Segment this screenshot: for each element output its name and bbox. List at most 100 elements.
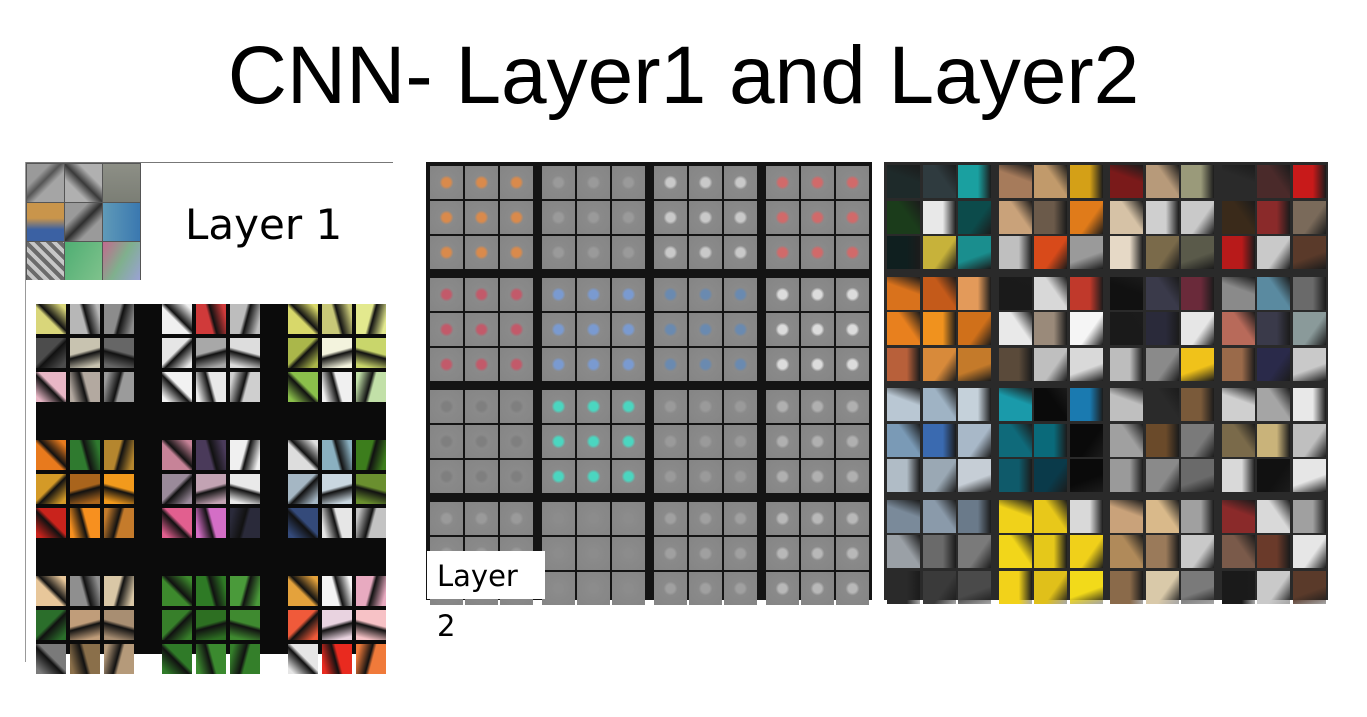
layer1-patch-cell (196, 610, 226, 640)
layer1-patch-cell (162, 338, 192, 368)
layer1-filter-cell (65, 203, 102, 241)
layer1-patch-cell (322, 304, 352, 334)
layer1-filter-cell (65, 242, 102, 280)
layer1-patch-cell (162, 508, 192, 538)
layer2-patch-cell (922, 499, 956, 533)
layer1-patch-cell (356, 610, 386, 640)
layer1-patch-cell (230, 338, 260, 368)
layer1-patch-cell (230, 644, 260, 674)
layer2-patch-cell (1257, 200, 1290, 234)
layer2-filter-cell (801, 537, 834, 570)
layer2-filter-cell (654, 537, 687, 570)
layer2-patch-cell (1034, 200, 1067, 234)
layer2-filter-cell (430, 390, 463, 423)
layer2-patch-cell (1181, 200, 1214, 234)
layer2-patch-cell (998, 459, 1032, 492)
layer2-filter-cell (689, 313, 722, 346)
layer2-filter-cell (766, 166, 799, 199)
layer2-filter-cell (689, 166, 722, 199)
layer1-patch-cell (356, 576, 386, 606)
layer2-patch-cell (1257, 388, 1290, 421)
layer2-patch-cell (1221, 236, 1255, 269)
slide-title: CNN- Layer1 and Layer2 (227, 30, 1140, 121)
layer1-panel: Layer 1 (25, 162, 395, 674)
layer1-patch-cell (230, 508, 260, 538)
layer2-patch-cell (1292, 200, 1326, 234)
layer1-patch-cell (36, 304, 66, 334)
layer2-patch-cell (958, 276, 991, 310)
layer1-patch-cell (70, 474, 100, 504)
layer2-filter-cell (836, 278, 869, 311)
layer1-filter-cell (27, 203, 64, 241)
layer1-patch-cell (70, 508, 100, 538)
layer2-patch-cell (958, 423, 991, 457)
layer1-filter-grid (26, 163, 141, 280)
layer1-patch-cell (104, 508, 134, 538)
layer2-filter-cell (654, 348, 687, 381)
layer2-filter-cell (542, 313, 575, 346)
layer2-filter-cell (801, 313, 834, 346)
layer2-filter-cell (430, 236, 463, 269)
layer1-patch-cell (162, 304, 192, 334)
layer2-patch-cell (1034, 312, 1067, 345)
layer2-patch-cell (1257, 459, 1290, 492)
layer2-patch-cell (998, 347, 1032, 381)
layer2-patch-cell (1110, 388, 1143, 421)
layer1-patch-cell (70, 338, 100, 368)
layer1-patch-cell (288, 474, 318, 504)
layer2-filter-cell (836, 166, 869, 199)
layer1-patch-cell (196, 440, 226, 470)
layer2-patch-cell (1069, 388, 1103, 421)
layer2-filter-cell (801, 502, 834, 535)
layer1-patch-cell (356, 338, 386, 368)
layer2-patch-cell (887, 535, 920, 568)
layer2-patch-cell (1257, 423, 1290, 457)
layer2-filter-cell (430, 166, 463, 199)
layer2-filter-cell (766, 348, 799, 381)
layer2-filter-cell (724, 390, 757, 423)
layer1-patch-cell (70, 576, 100, 606)
layer2-filter-cell (836, 572, 869, 605)
layer2-patch-cell (1034, 276, 1067, 310)
layer1-patch-cell (288, 440, 318, 470)
layer2-patch-cell (1181, 535, 1214, 568)
layer2-patch-cell (1221, 499, 1255, 533)
layer2-patch-cell (1069, 459, 1103, 492)
layer2-filter-cell (430, 313, 463, 346)
layer2-patch-cell (887, 200, 920, 234)
layer2-patch-cell (1110, 423, 1143, 457)
layer1-patch-cell (288, 576, 318, 606)
layer2-filter-cell (689, 502, 722, 535)
layer2-patch-cell (998, 423, 1032, 457)
layer2-patch-cell (1034, 459, 1067, 492)
layer1-patch-cell (70, 372, 100, 402)
layer1-patch-cell (288, 508, 318, 538)
layer1-patch-cell (162, 644, 192, 674)
layer2-filter-cell (542, 460, 575, 493)
layer1-patch-cell (36, 440, 66, 470)
layer2-patch-cell (1181, 276, 1214, 310)
layer1-filter-cell (103, 242, 140, 280)
layer1-patch-cell (288, 338, 318, 368)
layer2-filter-cell (577, 502, 610, 535)
layer2-patch-cell (922, 276, 956, 310)
layer2-patch-cell (1257, 499, 1290, 533)
layer2-filter-cell (542, 201, 575, 234)
layer2-filter-cell (689, 425, 722, 458)
layer1-patch-cell (36, 508, 66, 538)
layer2-patch-cell (1145, 347, 1179, 381)
layer2-filter-cell (766, 313, 799, 346)
layer1-patch-cell (36, 474, 66, 504)
layer2-patch-grid (884, 162, 1328, 604)
layer2-filter-cell (465, 278, 498, 311)
layer2-patch-cell (1110, 499, 1143, 533)
layer1-left-rule (25, 162, 26, 662)
layer2-patch-cell (922, 347, 956, 381)
layer2-patch-cell (1145, 388, 1179, 421)
layer2-patch-cell (922, 459, 956, 492)
layer1-patch-cell (356, 474, 386, 504)
layer2-label: Layer 2 (427, 551, 545, 643)
layer1-patch-cell (196, 304, 226, 334)
layer1-patch-cell (196, 644, 226, 674)
layer1-patch-cell (356, 440, 386, 470)
